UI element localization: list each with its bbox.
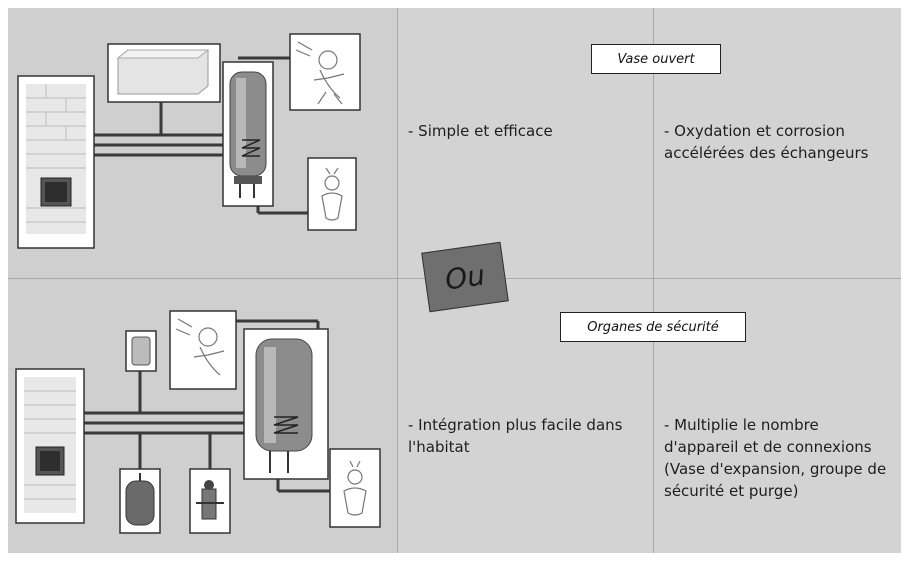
- bath-person-icon-2: [329, 448, 381, 528]
- shower-person-icon: [289, 33, 361, 111]
- text-line: sécurité et purge): [664, 482, 799, 500]
- boiler-icon-2: [15, 368, 85, 524]
- text-line: - Intégration plus facile dans: [408, 416, 623, 434]
- safety-devices-schematic: [15, 310, 381, 534]
- grid-line-v2: [653, 8, 654, 553]
- open-vessel-schematic: [17, 33, 361, 249]
- air-purge-icon: [125, 330, 157, 372]
- text-line: - Oxydation et corrosion: [664, 122, 845, 140]
- bath-person-icon: [307, 157, 357, 231]
- advantage-open-vessel: - Simple et efficace: [408, 122, 553, 140]
- text-line: l'habitat: [408, 438, 470, 456]
- shower-person-icon-2: [169, 310, 237, 390]
- text-line: (Vase d'expansion, groupe de: [664, 460, 887, 478]
- water-heater-icon: [222, 61, 274, 207]
- text-line: - Multiplie le nombre: [664, 416, 819, 434]
- label-vase-ouvert: Vase ouvert: [591, 44, 721, 74]
- label-organes-securite: Organes de sécurité: [560, 312, 746, 342]
- or-separator-box: Ou: [421, 241, 509, 313]
- advantage-safety-devices: - Intégration plus facile dans l'habitat: [408, 414, 622, 458]
- water-heater-icon-2: [243, 328, 329, 480]
- grid-line-v1: [397, 8, 398, 553]
- text-line: d'appareil et de connexions: [664, 438, 872, 456]
- disadvantage-open-vessel: - Oxydation et corrosion accélérées des …: [664, 120, 868, 164]
- disadvantage-safety-devices: - Multiplie le nombre d'appareil et de c…: [664, 414, 886, 502]
- boiler-icon: [17, 75, 95, 249]
- open-tank-icon: [107, 43, 221, 103]
- safety-group-icon: [189, 468, 231, 534]
- expansion-vessel-icon: [119, 468, 161, 534]
- text-line: accélérées des échangeurs: [664, 144, 869, 162]
